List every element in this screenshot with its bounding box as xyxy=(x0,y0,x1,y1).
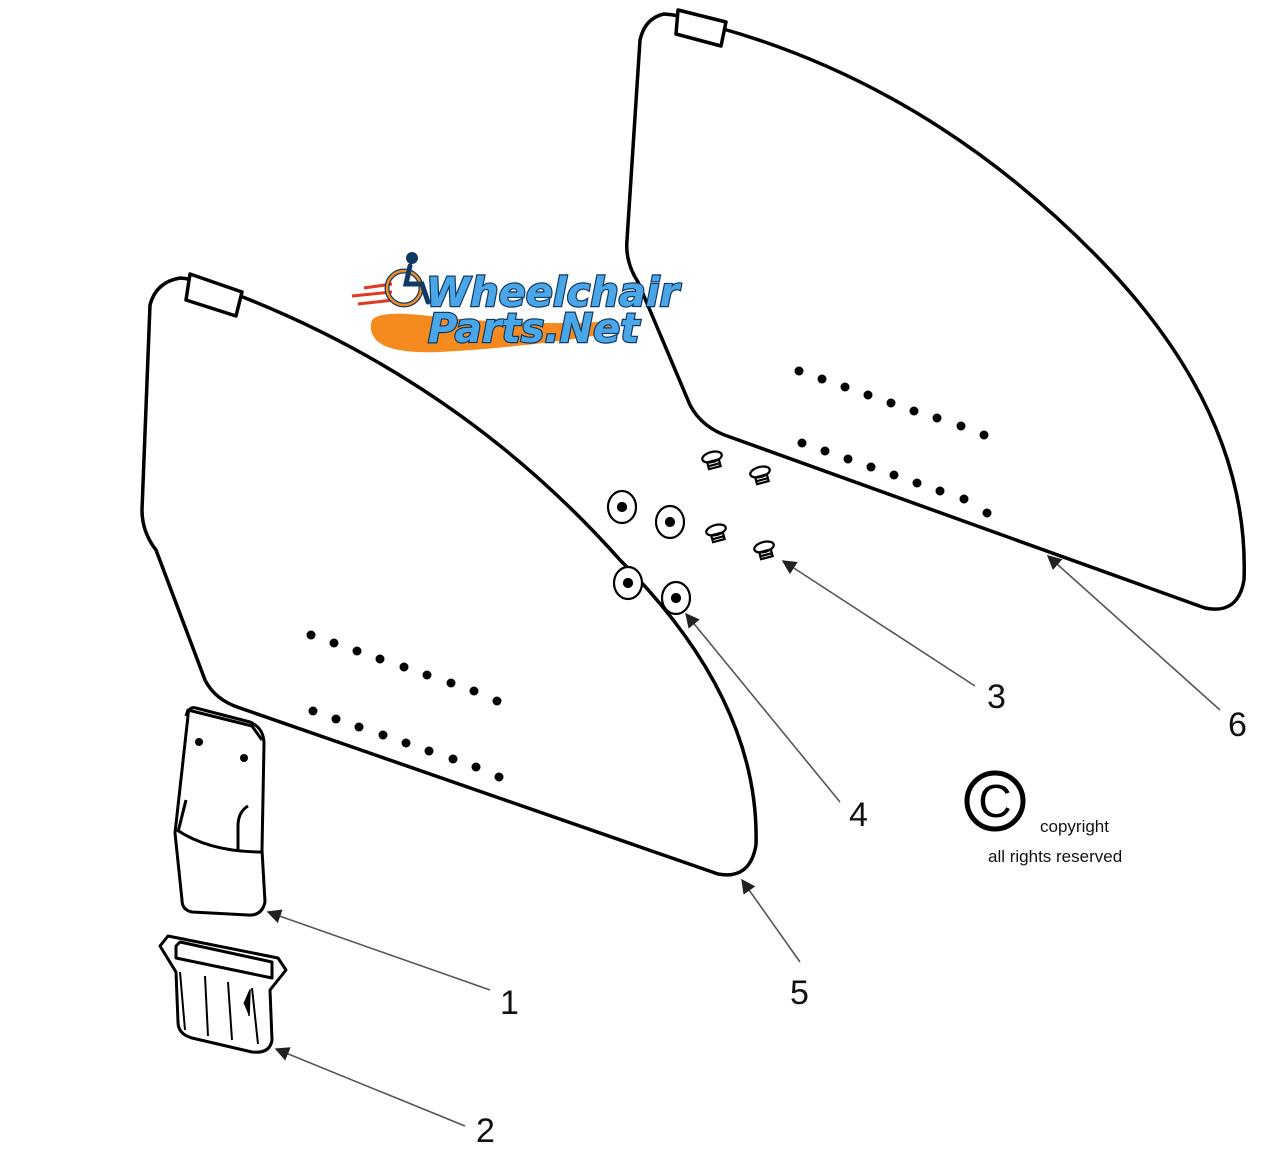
callout-4: 4 xyxy=(849,796,868,834)
logo-orange-swoosh xyxy=(370,313,610,353)
left-guard-holes-top xyxy=(306,630,502,706)
leader-3 xyxy=(781,560,976,687)
leader-lines xyxy=(266,555,1221,1127)
washer-group xyxy=(606,489,692,616)
copyright-symbol: C xyxy=(978,775,1011,827)
leader-1 xyxy=(266,909,491,991)
callout-1: 1 xyxy=(500,984,519,1022)
right-guard-clip xyxy=(674,8,728,48)
screw xyxy=(753,540,775,561)
screw-group xyxy=(701,450,775,561)
logo: Wheelchair Parts.Net xyxy=(351,252,683,353)
right-guard-holes-bottom xyxy=(797,438,992,518)
screw xyxy=(705,523,727,544)
leader-4 xyxy=(685,612,841,803)
logo-line-1: Wheelchair xyxy=(426,270,681,316)
leader-5 xyxy=(741,878,801,963)
wheelchair-user-icon xyxy=(384,252,431,308)
logo-line-2: Parts.Net xyxy=(428,306,641,352)
receiver-insert xyxy=(158,934,288,1054)
callout-labels: 1 2 3 4 5 6 xyxy=(476,678,1247,1150)
washer xyxy=(612,565,644,601)
left-guard-clip xyxy=(184,272,244,318)
leader-6 xyxy=(1046,555,1221,711)
callout-5: 5 xyxy=(790,974,809,1012)
callout-3: 3 xyxy=(987,678,1006,716)
left-side-guard xyxy=(140,272,758,877)
left-guard-holes-bottom xyxy=(308,706,504,782)
callout-6: 6 xyxy=(1228,706,1247,744)
right-side-guard xyxy=(624,8,1246,611)
copyright-icon: C xyxy=(964,770,1026,832)
washer xyxy=(606,489,638,525)
leader-2 xyxy=(274,1047,466,1127)
copyright-text: copyright xyxy=(1040,817,1109,836)
callout-2: 2 xyxy=(476,1112,495,1150)
washer xyxy=(660,580,692,616)
screw xyxy=(749,465,771,486)
receiver-bracket xyxy=(173,706,267,917)
screw xyxy=(701,450,723,471)
rights-text: all rights reserved xyxy=(988,847,1122,866)
washer xyxy=(654,504,686,540)
copyright-mark: C copyright all rights reserved xyxy=(964,770,1122,866)
right-guard-holes-top xyxy=(794,366,989,440)
